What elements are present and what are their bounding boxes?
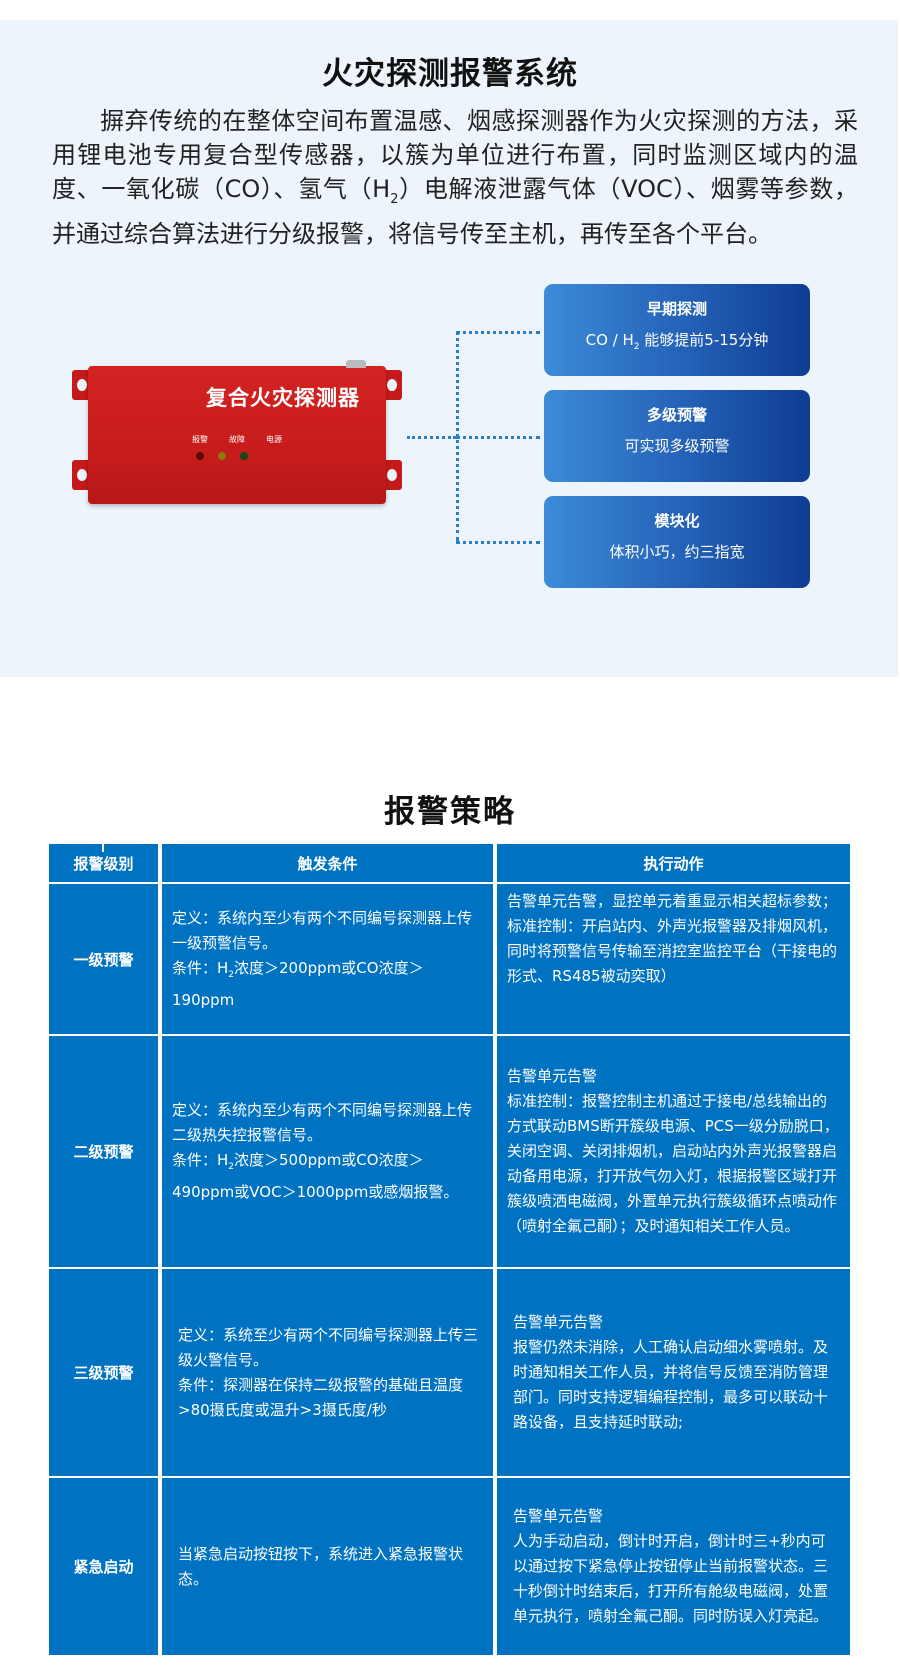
condition-criteria-rest: 浓度＞500ppm或CO浓度＞490ppm或VOC＞1000ppm或感烟报警。	[172, 1151, 459, 1201]
condition-definition: 定义：系统内至少有两个不同编号探测器上传二级热失控报警信号。	[172, 1101, 473, 1144]
intro-paragraph: 摒弃传统的在整体空间布置温感、烟感探测器作为火灾探测的方法，采用锂电池专用复合型…	[52, 104, 858, 251]
connector-line	[456, 436, 540, 439]
mounting-ear	[382, 460, 402, 490]
feature-desc: 体积小巧，约三指宽	[609, 543, 745, 561]
table-row-level: 三级预警	[49, 1269, 158, 1476]
mounting-ear	[72, 460, 92, 490]
feature-desc: 可实现多级预警	[624, 437, 730, 455]
table-row-condition: 定义：系统内至少有两个不同编号探测器上传一级预警信号。条件：H2浓度＞200pp…	[162, 884, 493, 1034]
table-row-level: 紧急启动	[49, 1478, 158, 1655]
header-trigger-condition: 触发条件	[162, 844, 493, 882]
section-title-alarm-strategy: 报警策略	[384, 794, 516, 830]
connector-line	[456, 541, 540, 544]
composite-fire-detector-image: 复合火灾探测器 报警 故障 电源	[72, 360, 402, 508]
action-text: 告警单元告警 标准控制：报警控制主机通过于接电/总线输出的方式联动BMS断开簇级…	[507, 1067, 839, 1235]
intro-subscript: 2	[390, 191, 399, 207]
table-row-level: 二级预警	[49, 1036, 158, 1267]
connector-line	[407, 436, 456, 439]
condition-definition: 定义：系统至少有两个不同编号探测器上传三级火警信号。	[178, 1325, 479, 1369]
intro-text-a: 摒弃传统的在整体空间布置温感、烟感探测器作为火灾探测的方法，采用锂电池专用复合型…	[52, 107, 858, 203]
feature-title: 多级预警	[646, 406, 707, 424]
condition-subscript: 2	[228, 1162, 235, 1172]
condition-definition: 当紧急启动按钮按下，系统进入紧急报警状态。	[178, 1544, 464, 1588]
header-action: 执行动作	[497, 844, 850, 882]
table-row-condition: 定义：系统内至少有两个不同编号探测器上传二级热失控报警信号。条件：H2浓度＞50…	[162, 1036, 493, 1267]
feature-card-early-detection: 早期探测 CO / H2 能够提前5-15分钟	[544, 284, 810, 376]
condition-criteria-rest: 浓度＞200ppm或CO浓度＞190ppm	[172, 958, 424, 1009]
led-label-power: 电源	[266, 435, 282, 444]
mounting-ear	[382, 370, 402, 400]
led-fault-icon	[218, 452, 226, 460]
led-label-alarm: 报警	[192, 435, 208, 444]
condition-subscript: 2	[228, 969, 235, 980]
detector-body: 复合火灾探测器 报警 故障 电源	[88, 360, 386, 504]
table-row-action: 告警单元告警 报警仍然未消除，人工确认启动细水雾喷射。及时通知相关工作人员，并将…	[497, 1269, 850, 1476]
feature-title: 早期探测	[646, 300, 707, 318]
intro-text-b: ）电解液泄露气体（VOC）、烟雾等参数，并通过综合算法进行分级报警，将信号传至主…	[52, 175, 858, 248]
table-row-condition: 定义：系统至少有两个不同编号探测器上传三级火警信号。条件：探测器在保持二级报警的…	[162, 1269, 493, 1476]
action-text: 告警单元告警 人为手动启动，倒计时开启，倒计时三+秒内可以通过按下紧急停止按钮停…	[513, 1507, 829, 1625]
table-row-condition: 当紧急启动按钮按下，系统进入紧急报警状态。	[162, 1478, 493, 1655]
condition-criteria: 条件：H	[172, 1151, 229, 1169]
feature-desc-sub: 2	[633, 342, 640, 352]
feature-desc-b: 能够提前5-15分钟	[639, 331, 769, 349]
led-alarm-icon	[196, 452, 204, 460]
feature-title: 模块化	[654, 512, 700, 530]
table-row-action: 告警单元告警 标准控制：报警控制主机通过于接电/总线输出的方式联动BMS断开簇级…	[497, 1036, 850, 1267]
section-title-fire-detection: 火灾探测报警系统	[322, 56, 578, 92]
table-row-action: 告警单元告警，显控单元着重显示相关超标参数； 标准控制：开启站内、外声光报警器及…	[497, 884, 850, 1034]
led-power-icon	[240, 452, 248, 460]
led-labels: 报警 故障 电源	[192, 434, 282, 445]
led-label-fault: 故障	[229, 435, 245, 444]
action-text: 告警单元告警，显控单元着重显示相关超标参数； 标准控制：开启站内、外声光报警器及…	[507, 892, 838, 985]
header-marker-icon	[99, 842, 107, 852]
feature-desc-a: CO / H	[585, 331, 634, 349]
feature-desc: CO / H2 能够提前5-15分钟	[544, 329, 810, 352]
condition-definition: 定义：系统内至少有两个不同编号探测器上传一级预警信号。	[172, 908, 473, 952]
detector-label: 复合火灾探测器	[206, 386, 360, 410]
detector-connector	[346, 360, 366, 368]
table-row-action: 告警单元告警 人为手动启动，倒计时开启，倒计时三+秒内可以通过按下紧急停止按钮停…	[497, 1478, 850, 1655]
table-row-level: 一级预警	[49, 884, 158, 1034]
feature-card-modular: 模块化 体积小巧，约三指宽	[544, 496, 810, 588]
action-text: 告警单元告警 报警仍然未消除，人工确认启动细水雾喷射。及时通知相关工作人员，并将…	[513, 1313, 829, 1431]
header-alarm-level: 报警级别	[49, 844, 158, 882]
connector-line	[456, 331, 540, 334]
condition-criteria: 条件：探测器在保持二级报警的基础且温度>80摄氏度或温升>3摄氏度/秒	[178, 1375, 464, 1419]
feature-card-multi-level-alarm: 多级预警 可实现多级预警	[544, 390, 810, 482]
mounting-ear	[72, 370, 92, 400]
condition-criteria: 条件：H	[172, 958, 229, 977]
